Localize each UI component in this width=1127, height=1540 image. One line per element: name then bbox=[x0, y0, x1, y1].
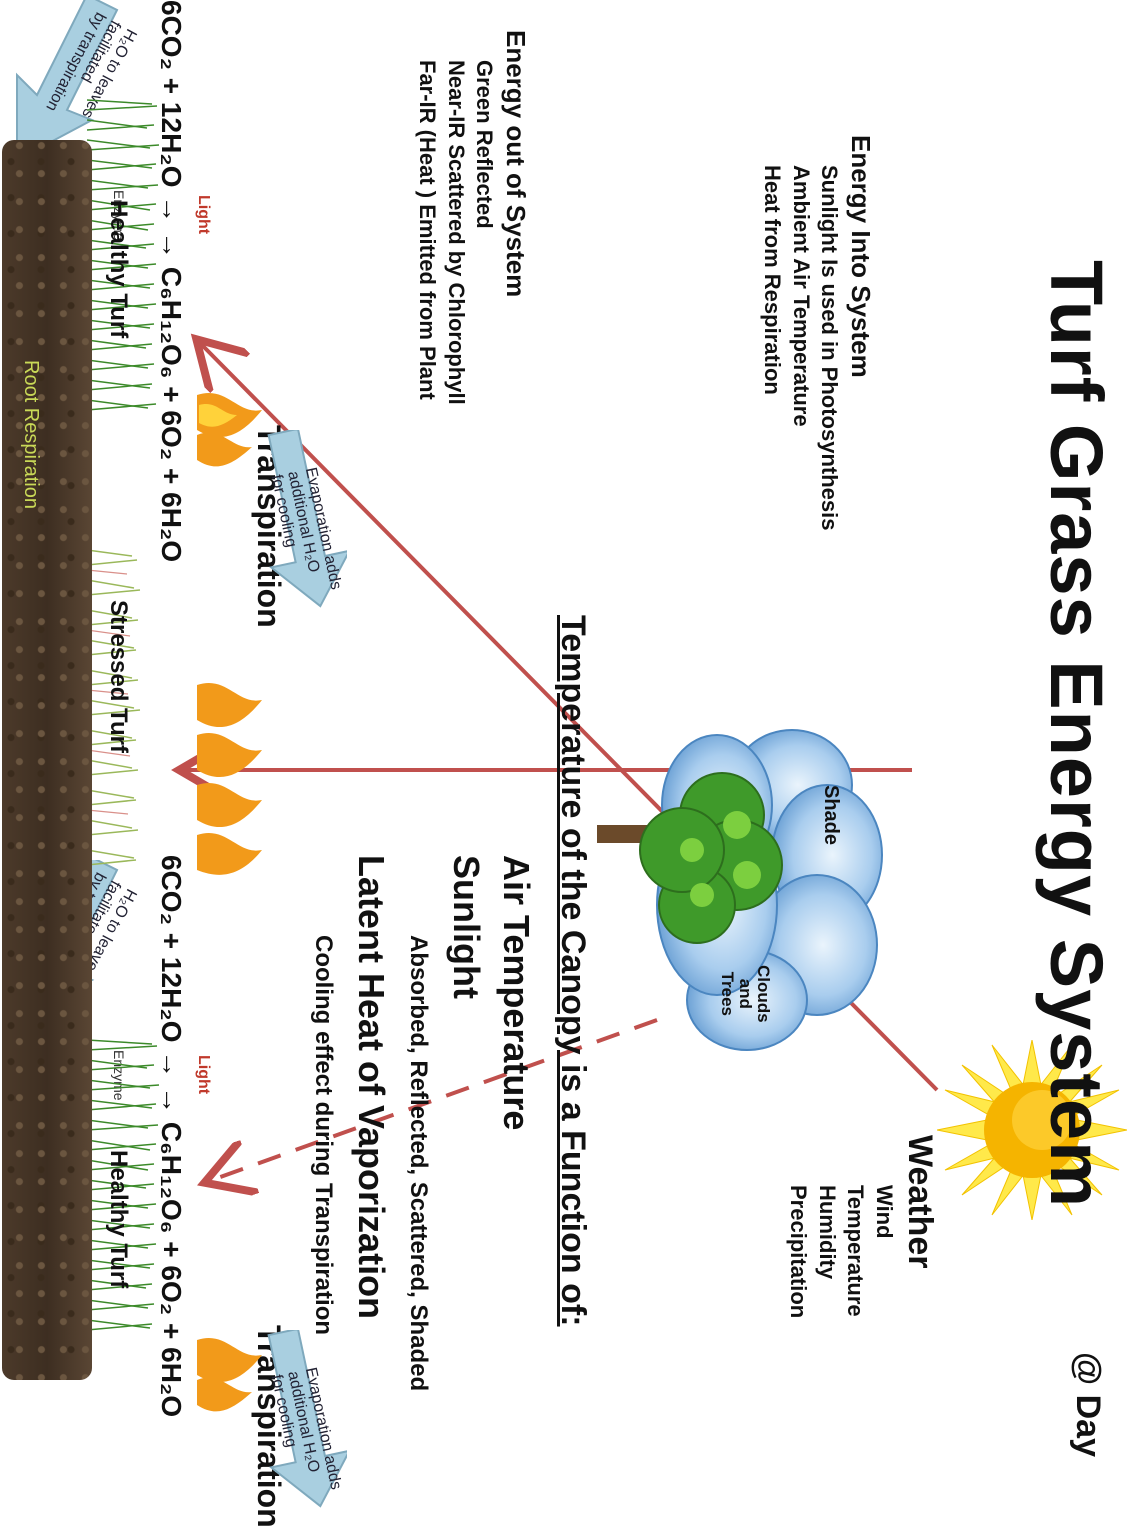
factor-latent-heat: Latent Heat of Vaporization bbox=[351, 855, 392, 1320]
clouds-trees-label: Clouds and Trees bbox=[718, 965, 773, 1023]
energy-out-item: Near-IR Scattered by Chlorophyll bbox=[443, 60, 469, 405]
shade-label: Shade bbox=[820, 785, 842, 846]
tree-icon bbox=[597, 772, 783, 944]
arrow-icon bbox=[267, 430, 347, 608]
arrow-icon bbox=[267, 1330, 347, 1508]
energy-out-block: Energy out of System Green Reflected Nea… bbox=[412, 30, 532, 405]
page-title: Turf Grass Energy System bbox=[1035, 260, 1118, 1208]
soil-bar bbox=[2, 140, 92, 1380]
factor-sunlight-detail: Absorbed, Reflected, Scattered, Shaded bbox=[405, 935, 432, 1392]
factor-sunlight: Sunlight bbox=[446, 855, 487, 999]
grass-icon bbox=[87, 99, 160, 1331]
factor-air-temperature: Air Temperature bbox=[496, 855, 537, 1131]
flame-icon bbox=[197, 393, 262, 467]
healthy-turf-label-right: Healthy Turf bbox=[105, 1150, 132, 1289]
weather-item: Humidity bbox=[814, 1185, 840, 1280]
energy-in-item: Heat from Respiration bbox=[760, 165, 786, 395]
energy-out-item: Far-IR (Heat ) Emitted from Plant bbox=[415, 60, 441, 400]
sun-icon bbox=[937, 1040, 1127, 1220]
root-respiration-label: Root Respiration bbox=[20, 360, 42, 509]
energy-in-item: Sunlight Is used in Photosynthesis bbox=[817, 165, 843, 531]
weather-item: Temperature bbox=[843, 1185, 869, 1317]
clouds-line: and bbox=[736, 978, 756, 1009]
clouds-line: Clouds bbox=[754, 965, 773, 1023]
weather-item: Precipitation bbox=[786, 1185, 812, 1319]
energy-out-item: Green Reflected bbox=[472, 60, 498, 229]
arrow-icon bbox=[16, 0, 119, 162]
factor-latent-detail: Cooling effect during Transpiration bbox=[310, 935, 337, 1336]
weather-item: Wind bbox=[871, 1185, 897, 1239]
canopy-heading: Temperature of the Canopy is a Function … bbox=[554, 615, 592, 1327]
energy-in-block: Energy Into System Sunlight Is used in P… bbox=[757, 135, 877, 530]
clouds-line: Trees bbox=[718, 971, 738, 1017]
weather-heading: Weather bbox=[901, 1135, 939, 1269]
flame-icon bbox=[197, 683, 262, 875]
flame-icon bbox=[197, 1338, 262, 1412]
title-suffix: @ Day bbox=[1069, 1352, 1107, 1457]
energy-out-heading: Energy out of System bbox=[501, 30, 531, 298]
light-label-right: Light bbox=[195, 1055, 212, 1095]
weather-block: Weather Wind Temperature Humidity Precip… bbox=[783, 1135, 942, 1318]
energy-in-item: Ambient Air Temperature bbox=[788, 165, 814, 427]
light-label: Light bbox=[195, 195, 212, 235]
healthy-turf-label: Healthy Turf bbox=[105, 200, 132, 339]
stressed-turf-label: Stressed Turf bbox=[105, 600, 132, 753]
energy-in-heading: Energy Into System bbox=[846, 135, 876, 378]
